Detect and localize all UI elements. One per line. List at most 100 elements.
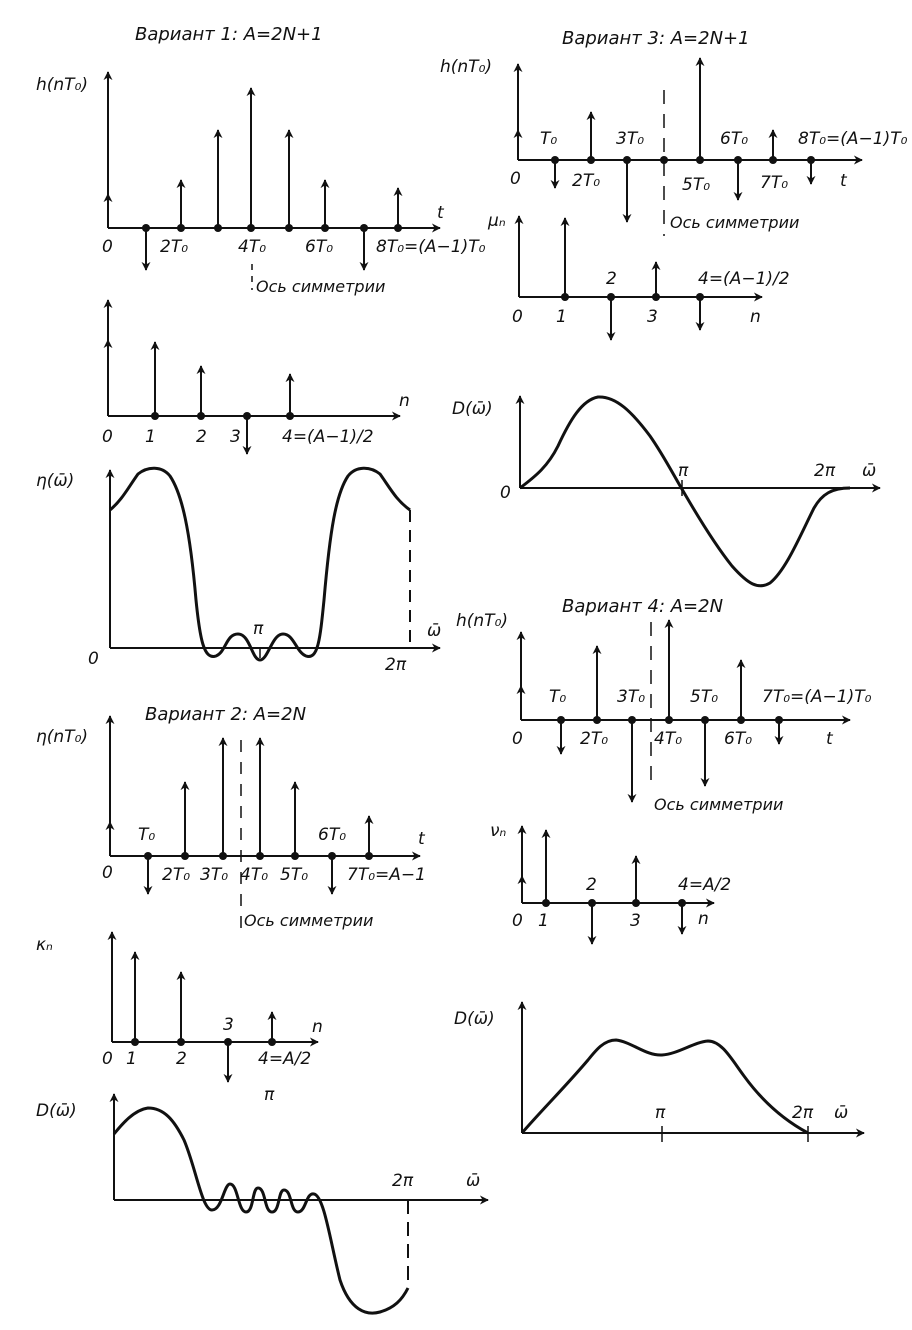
v4-tick-4: 4T₀ [654,729,682,749]
v1-n0: 0 [102,427,113,447]
v3-coef-label: μₙ [487,211,506,231]
v3-n-label: n [750,307,761,327]
v1-t-label: t [437,203,445,223]
v2-tick-3: 3T₀ [200,865,228,885]
variant-2-coefficient-plot: κₙ n 0 1 2 3 4=A/2 [36,931,323,1083]
variant-3-title: Вариант 3: A=2N+1 [562,28,750,49]
v3-n1: 1 [556,307,567,327]
v1-resp-2pi: 2π [385,655,407,675]
v1-resp-pi: π [253,619,264,639]
v3-n4: 4=(A−1)/2 [698,269,790,289]
variant-4-impulse-plot: h(nT₀) t 0 T₀ 2T₀ 3T₀ 4T₀ 5T₀ 6T₀ 7T₀=(A… [456,611,872,814]
v2-n1: 1 [126,1049,137,1069]
v2-n-label: n [312,1017,323,1037]
variant-2-title: Вариант 2: A=2N [145,704,306,725]
v2-h-label: η(nT₀) [36,727,88,747]
v3-symmetry-label: Ось симметрии [670,213,799,232]
v3-h-label: h(nT₀) [440,57,492,77]
v4-n1: 1 [538,911,549,931]
variant-2-panel: Вариант 2: A=2N η(nT₀) t 0 T₀ 2T₀ 3T₀ 4T… [36,704,489,1315]
v2-symmetry-label: Ось симметрии [244,911,373,930]
v3-n0: 0 [512,307,523,327]
v4-resp-label: D(ω̄) [454,1009,495,1029]
v3-n3: 3 [647,307,658,327]
v3-tick-7: 7T₀ [760,173,788,193]
v3-t-label: t [840,171,848,191]
v2-resp-axis: ω̄ [466,1171,480,1191]
v3-zero: 0 [510,169,521,189]
v3-n2: 2 [606,269,617,289]
v3-response-curve [519,395,851,588]
variant-2-response-plot: D(ω̄) π 2π ω̄ [36,1085,489,1315]
v1-n3: 3 [230,427,241,447]
v2-n4: 4=A/2 [258,1049,311,1069]
v2-tick-6: 6T₀ [318,825,346,845]
v4-resp-2pi: 2π [792,1103,814,1123]
v4-tick-7: 7T₀=(A−1)T₀ [762,687,872,707]
v4-response-curve [520,1038,809,1135]
v1-resp-zero: 0 [88,649,99,669]
variant-3-response-plot: D(ω̄) 0 π 2π ω̄ [452,395,881,588]
v4-h-label: h(nT₀) [456,611,508,631]
v3-resp-label: D(ω̄) [452,399,493,419]
v4-tick-6: 6T₀ [724,729,752,749]
v1-tick-8: 8T₀=(A−1)T₀ [376,237,486,257]
v4-n3: 3 [630,911,641,931]
v1-tick-4: 4T₀ [238,237,266,257]
v2-tick-1: T₀ [138,825,155,845]
v1-resp-axis: ω̄ [427,621,441,641]
v1-n4: 4=(A−1)/2 [282,427,374,447]
variant-3-coefficient-plot: μₙ n 0 1 2 3 4=(A−1)/2 [487,211,790,341]
v2-zero: 0 [102,863,113,883]
v1-zero-label: 0 [102,237,113,257]
v3-resp-pi: π [678,461,689,481]
v2-tick-2: 2T₀ [162,865,190,885]
variant-4-title: Вариант 4: A=2N [562,596,723,617]
v4-tick-3: 3T₀ [617,687,645,707]
v2-tick-7: 7T₀=A−1 [347,865,426,885]
variant-4-response-plot: D(ω̄) π 2π ω̄ [454,1001,865,1142]
v2-t-label: t [418,829,426,849]
v3-resp-axis: ω̄ [862,461,876,481]
v1-tick-6: 6T₀ [305,237,333,257]
v3-resp-zero: 0 [500,483,511,503]
v4-symmetry-label: Ось симметрии [654,795,783,814]
v1-h-label: h(nT₀) [36,75,88,95]
variant-1-panel: Вариант 1: A=2N+1 h(nT₀) t 0 2T₀ 4T₀ 6T₀… [36,24,486,675]
v4-tick-1: T₀ [549,687,566,707]
variant-4-coefficient-plot: νₙ n 0 1 2 3 4=A/2 [490,821,731,945]
v3-tick-8: 8T₀=(A−1)T₀ [798,129,908,149]
v2-tick-5: 5T₀ [280,865,308,885]
v3-tick-3: 3T₀ [616,129,644,149]
v4-n4: 4=A/2 [678,875,731,895]
v4-n-label: n [698,909,709,929]
v1-n2: 2 [196,427,207,447]
v4-tick-2: 2T₀ [580,729,608,749]
v4-tick-5: 5T₀ [690,687,718,707]
variant-1-title: Вариант 1: A=2N+1 [135,24,323,45]
v4-resp-axis: ω̄ [834,1103,848,1123]
v2-resp-pi: π [264,1085,275,1105]
v1-n1: 1 [145,427,156,447]
v1-symmetry-label: Ось симметрии [256,277,385,296]
v4-t-label: t [826,729,834,749]
variant-3-panel: Вариант 3: A=2N+1 h(nT₀) t 0 T₀ 2T₀ 3T₀ … [440,28,908,588]
v4-zero: 0 [512,729,523,749]
v4-resp-pi: π [655,1103,666,1123]
variant-1-coefficient-plot: n 0 1 2 3 4=(A−1)/2 [102,299,410,455]
variant-2-impulse-plot: η(nT₀) t 0 T₀ 2T₀ 3T₀ 4T₀ 5T₀ 6T₀ 7T₀=A−… [36,715,426,930]
v1-resp-label: η(ω̄) [36,471,74,491]
v1-tick-2: 2T₀ [160,237,188,257]
variant-1-response-plot: η(ω̄) 0 π 2π ω̄ [36,466,441,675]
v3-tick-6: 6T₀ [720,129,748,149]
v3-tick-5: 5T₀ [682,175,710,195]
v2-tick-4: 4T₀ [240,865,268,885]
v4-n2: 2 [586,875,597,895]
variant-3-impulse-plot: h(nT₀) t 0 T₀ 2T₀ 3T₀ 5T₀ 6T₀ 7T₀ 8T₀=(A… [440,57,908,236]
v4-n0: 0 [512,911,523,931]
variant-4-panel: Вариант 4: A=2N h(nT₀) t 0 T₀ 2T₀ 3T₀ 4T… [454,596,872,1142]
v3-tick-1: T₀ [540,129,557,149]
v3-resp-2pi: 2π [814,461,836,481]
v3-tick-2: 2T₀ [572,171,600,191]
